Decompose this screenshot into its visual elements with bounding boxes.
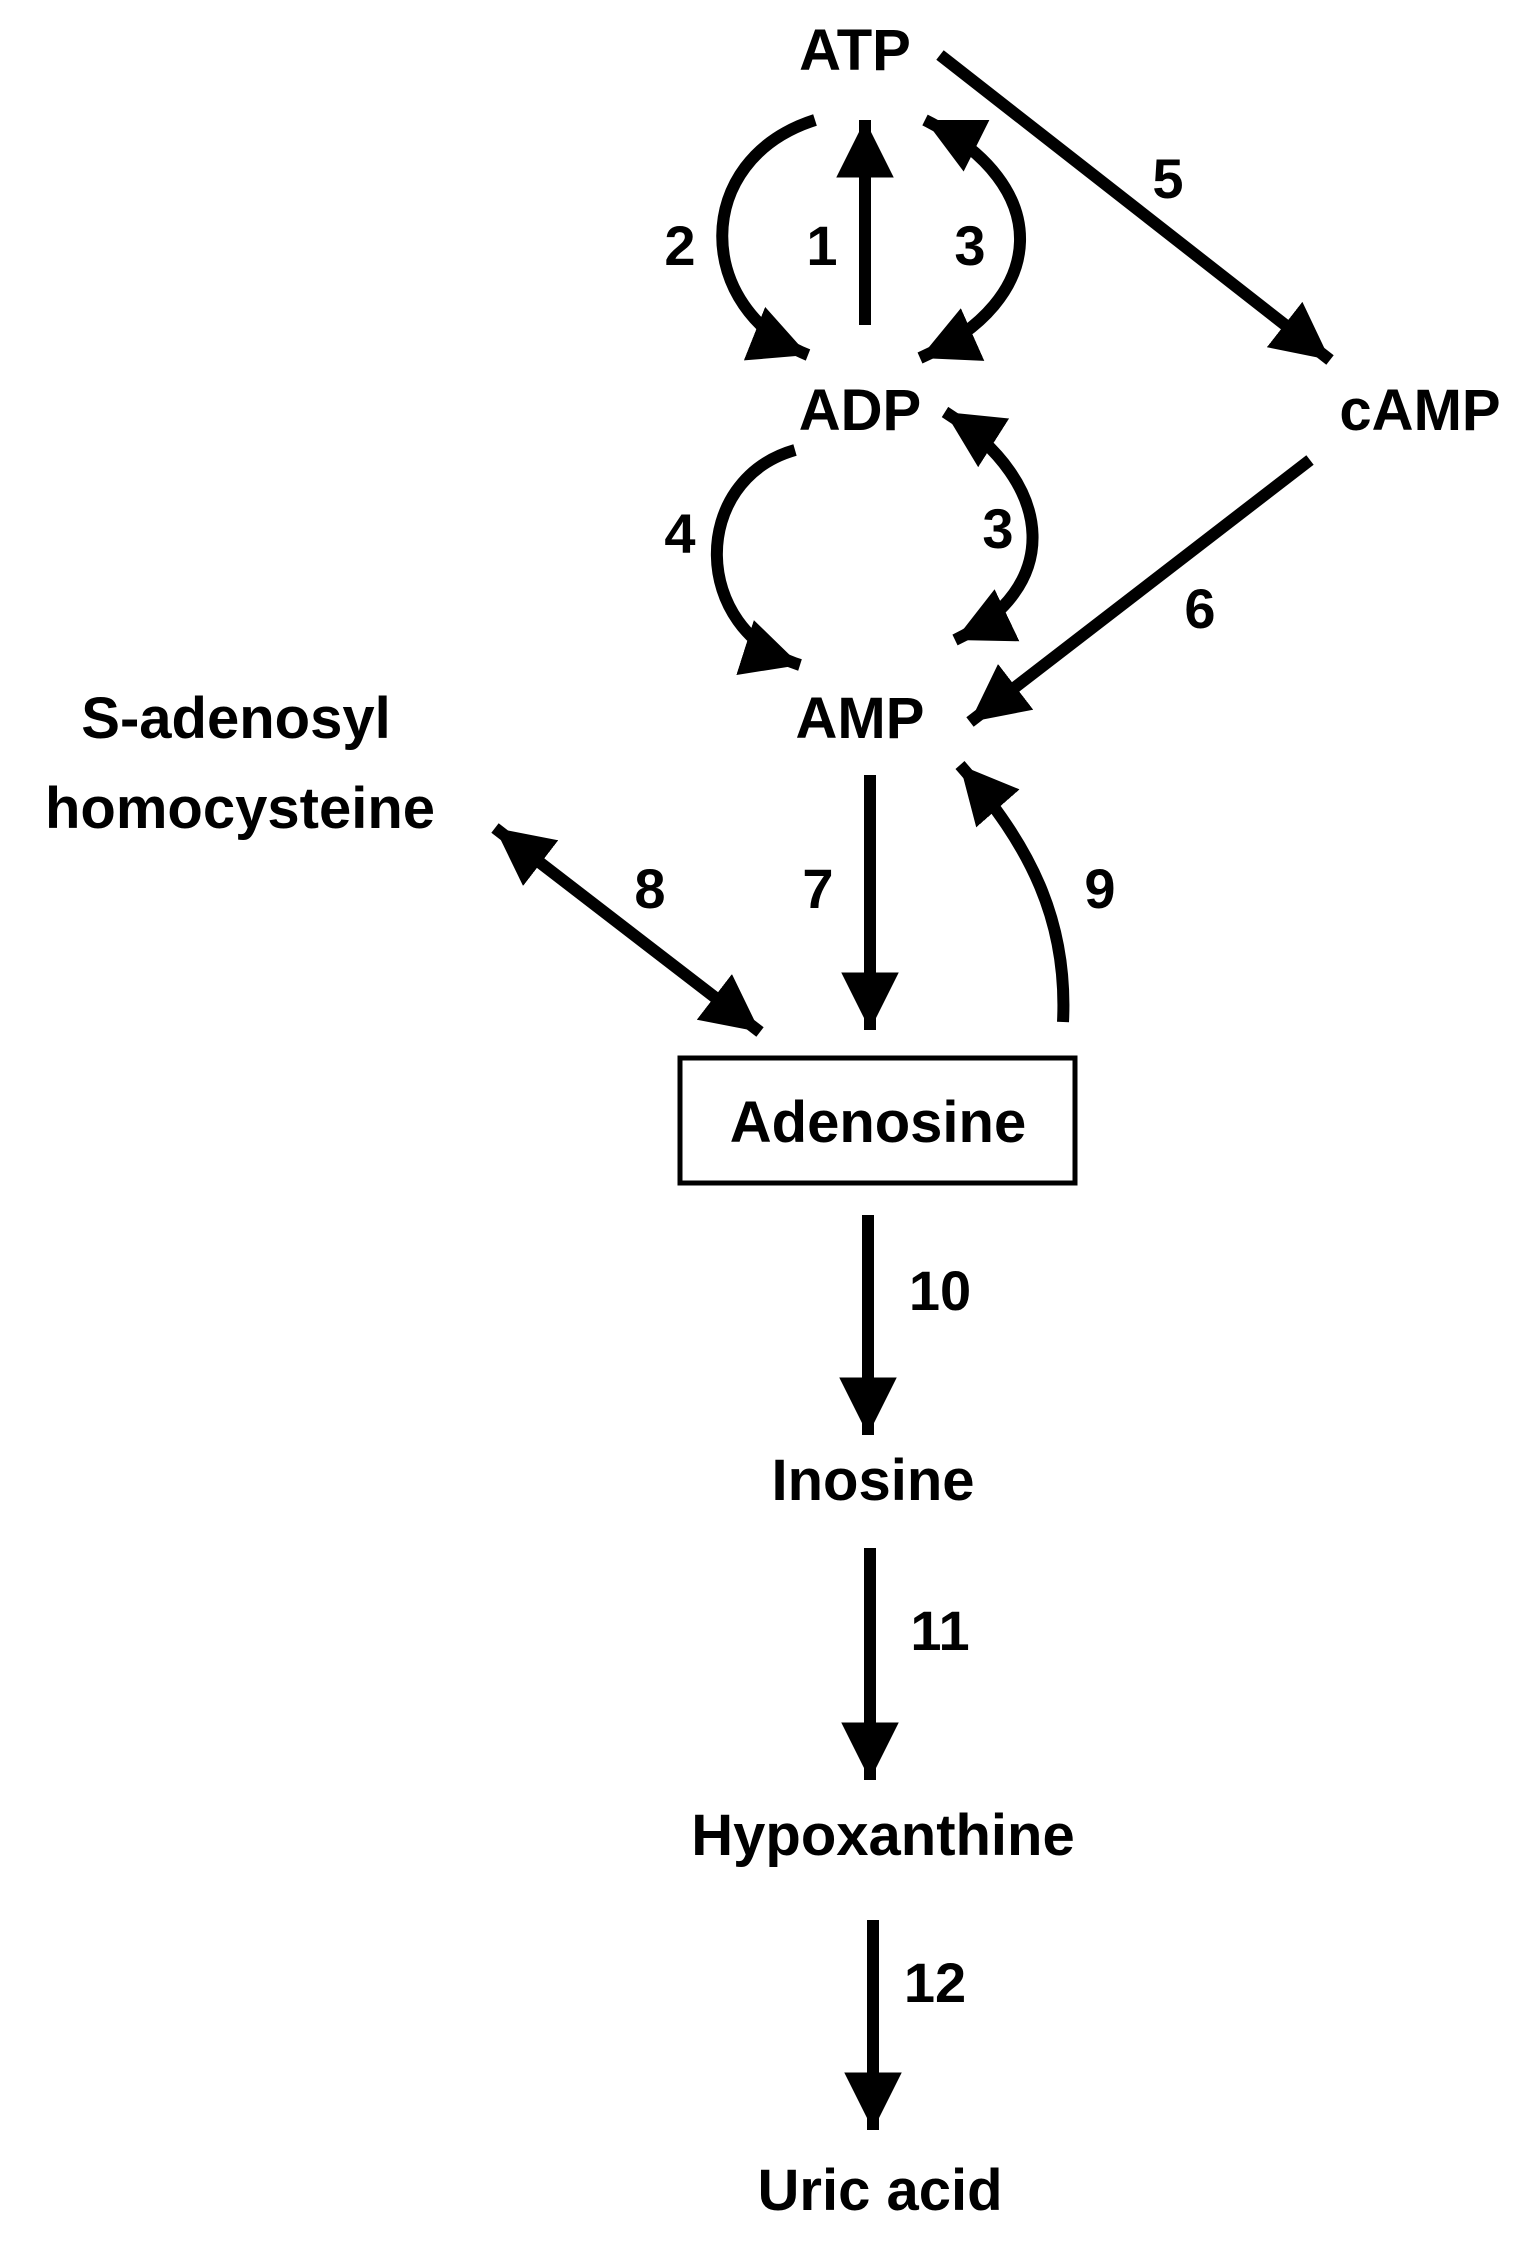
step-label-2: 2 [664, 214, 695, 277]
arrow-step-8 [491, 823, 764, 1037]
sah-label-line2: homocysteine [45, 776, 435, 841]
inosine-label: Inosine [771, 1448, 974, 1513]
step-label-12: 12 [904, 1951, 966, 2014]
camp-label: cAMP [1339, 378, 1500, 443]
arrow-step-9 [955, 761, 1070, 1023]
step-label-11: 11 [910, 1599, 969, 1662]
uric-acid-label: Uric acid [758, 2158, 1003, 2223]
sah-label-line1: S-adenosyl [81, 686, 390, 751]
step-label-3-top: 3 [954, 214, 985, 277]
adp-label: ADP [799, 378, 921, 443]
hypoxanthine-label: Hypoxanthine [691, 1803, 1075, 1868]
atp-label: ATP [799, 18, 911, 83]
step-label-8: 8 [634, 857, 665, 920]
step-label-7: 7 [802, 857, 833, 920]
arrow-step-3-top [917, 114, 1026, 364]
arrow-step-4 [710, 444, 802, 675]
arrow-step-3-bottom [941, 406, 1039, 646]
step-label-1: 1 [806, 214, 837, 277]
step-label-3-bottom: 3 [982, 497, 1013, 560]
step-label-4: 4 [664, 502, 695, 565]
adenosine-label: Adenosine [730, 1090, 1027, 1155]
step-label-5: 5 [1152, 147, 1183, 210]
amp-label: AMP [796, 686, 925, 751]
arrow-step-6 [966, 455, 1314, 727]
arrow-step-2 [716, 114, 817, 361]
step-label-10: 10 [909, 1259, 971, 1322]
arrow-step-5 [936, 50, 1334, 365]
step-label-6: 6 [1184, 577, 1215, 640]
adenosine-box [677, 1055, 1078, 1186]
step-label-9: 9 [1084, 857, 1115, 920]
